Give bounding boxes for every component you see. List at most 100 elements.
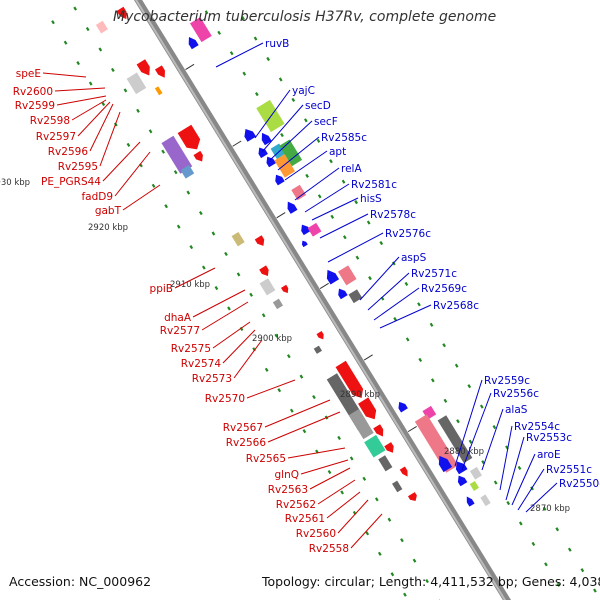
reverse-gene xyxy=(275,174,285,186)
track-dot xyxy=(249,292,253,297)
reverse-gene xyxy=(301,224,311,236)
track-dot xyxy=(379,240,384,246)
forward-gene-label: gabT xyxy=(95,205,122,217)
forward-gene-label: Rv2596 xyxy=(48,146,89,158)
track-dot xyxy=(429,322,434,327)
forward-gene xyxy=(392,480,403,493)
forward-gene xyxy=(384,442,394,453)
track-dot xyxy=(266,56,270,62)
forward-gene-leader xyxy=(233,339,263,379)
track-dot xyxy=(76,61,81,66)
forward-gene xyxy=(231,231,245,247)
track-dot xyxy=(126,142,131,147)
track-dot xyxy=(354,200,358,205)
forward-gene-leader xyxy=(317,479,356,505)
reverse-gene-label: hisS xyxy=(360,193,382,205)
forward-gene xyxy=(272,298,284,310)
reverse-gene-label: Rv2553c xyxy=(526,432,572,444)
track-dot xyxy=(305,173,309,178)
track-dot xyxy=(286,354,291,359)
forward-gene-label: dhaA xyxy=(164,312,192,324)
reverse-gene xyxy=(398,401,408,413)
track-dot xyxy=(189,245,194,250)
forward-gene xyxy=(358,397,377,420)
forward-gene-label: Rv2561 xyxy=(285,513,325,525)
track-dot xyxy=(342,235,347,240)
track-dot xyxy=(330,214,335,219)
track-dot xyxy=(400,538,404,543)
reverse-gene xyxy=(480,494,491,507)
forward-gene-label: Rv2577 xyxy=(160,325,200,337)
track-dot xyxy=(280,132,284,138)
reverse-gene-label: Rv2556c xyxy=(493,388,539,400)
kbp-tick-label: 2890 kbp xyxy=(340,390,380,400)
track-dot xyxy=(302,429,307,434)
track-dot xyxy=(403,592,407,597)
track-dot xyxy=(214,285,219,291)
track-dot xyxy=(580,568,585,573)
forward-gene-leader xyxy=(309,467,351,490)
reverse-gene-label: Rv2569c xyxy=(421,283,467,295)
track-dot xyxy=(161,149,165,154)
forward-gene-label: PE_PGRS44 xyxy=(41,176,101,188)
forward-gene-leader xyxy=(99,111,121,167)
kbp-tick-mark xyxy=(276,212,286,219)
track-dot xyxy=(506,500,511,506)
track-dot xyxy=(151,183,156,188)
forward-gene-label: Rv2567 xyxy=(223,422,263,434)
reverse-gene-leader xyxy=(327,232,384,263)
forward-gene xyxy=(180,164,195,179)
kbp-tick-mark xyxy=(232,140,242,147)
reverse-gene-label: aroE xyxy=(537,449,561,461)
forward-gene-leader xyxy=(287,447,346,459)
forward-gene-leader xyxy=(102,141,141,182)
track-dot xyxy=(393,316,397,322)
forward-gene-label: Rv2560 xyxy=(296,528,336,540)
track-dot xyxy=(387,517,392,522)
forward-gene xyxy=(136,59,150,76)
track-dot xyxy=(365,531,370,536)
track-dot xyxy=(456,419,460,424)
track-dot xyxy=(355,255,360,260)
reverse-gene-leader xyxy=(261,104,304,153)
reverse-gene-leader xyxy=(461,392,492,471)
track-dot xyxy=(254,92,259,97)
kbp-tick-label: 2930 kbp xyxy=(0,178,30,188)
kbp-tick-mark xyxy=(363,354,373,361)
reverse-gene-leader xyxy=(319,213,369,239)
track-dot xyxy=(412,558,417,563)
forward-gene-leader xyxy=(337,499,369,534)
track-dot xyxy=(277,388,282,393)
reverse-gene xyxy=(270,143,286,159)
reverse-gene-leader xyxy=(304,183,350,213)
track-dot xyxy=(241,16,245,21)
forward-gene-leader xyxy=(122,184,161,211)
accession-text: Accession: NC_000962 xyxy=(9,574,152,589)
track-dot xyxy=(289,408,294,413)
forward-gene-leader xyxy=(192,289,246,318)
reverse-gene-label: ruvB xyxy=(265,38,289,50)
track-dot xyxy=(442,343,446,348)
track-dot xyxy=(467,384,472,389)
forward-gene xyxy=(348,409,374,440)
track-dot xyxy=(349,456,354,461)
track-dot xyxy=(517,465,522,470)
reverse-gene xyxy=(307,222,322,237)
reverse-gene-leader xyxy=(277,136,320,171)
track-dot xyxy=(544,562,548,567)
reverse-gene xyxy=(338,288,348,300)
reverse-gene xyxy=(266,156,276,168)
forward-gene-leader xyxy=(89,103,114,152)
forward-gene-label: fadD9 xyxy=(81,191,113,203)
reverse-gene xyxy=(301,240,308,248)
forward-gene-label: Rv2599 xyxy=(15,100,55,112)
track-dot xyxy=(303,118,308,123)
reverse-gene xyxy=(438,455,453,473)
track-dot xyxy=(291,97,296,102)
forward-gene-label: Rv2565 xyxy=(246,453,286,465)
forward-gene xyxy=(335,360,364,399)
genome-backbone xyxy=(133,0,512,600)
forward-gene xyxy=(95,20,108,34)
reverse-gene xyxy=(437,415,473,464)
forward-gene xyxy=(193,150,203,162)
